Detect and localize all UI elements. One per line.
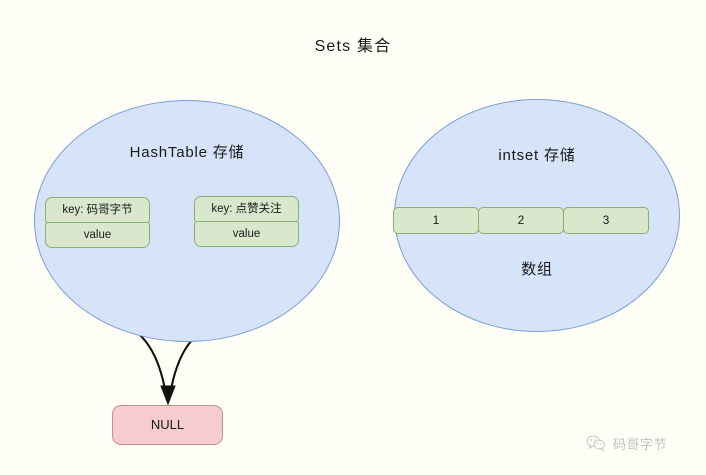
intset-array-cell[interactable]: 1 (393, 207, 479, 234)
intset-group-label: intset 存储 (498, 147, 576, 164)
hashtable-entry-2[interactable]: key: 点赞关注 value (194, 196, 299, 247)
watermark-text: 码哥字节 (613, 437, 668, 452)
hashtable-group-label: HashTable 存储 (129, 144, 245, 161)
intset-array-cell[interactable]: 2 (478, 207, 564, 234)
hashtable-entry-2-key: key: 点赞关注 (194, 196, 299, 222)
hashtable-entry-2-value: value (194, 221, 299, 247)
intset-array-label: 数组 (521, 261, 553, 278)
null-node[interactable]: NULL (112, 405, 223, 445)
intset-array-cell[interactable]: 3 (563, 207, 649, 234)
hashtable-entry-1-key: key: 码哥字节 (45, 197, 150, 223)
wechat-icon (586, 435, 606, 452)
hashtable-entry-1[interactable]: key: 码哥字节 value (45, 197, 150, 248)
page-title: Sets 集合 (314, 38, 392, 55)
watermark: 码哥字节 (586, 434, 667, 453)
arrowhead-to-null (160, 385, 176, 406)
hashtable-entry-1-value: value (45, 222, 150, 248)
intset-array: 1 2 3 (393, 207, 649, 234)
